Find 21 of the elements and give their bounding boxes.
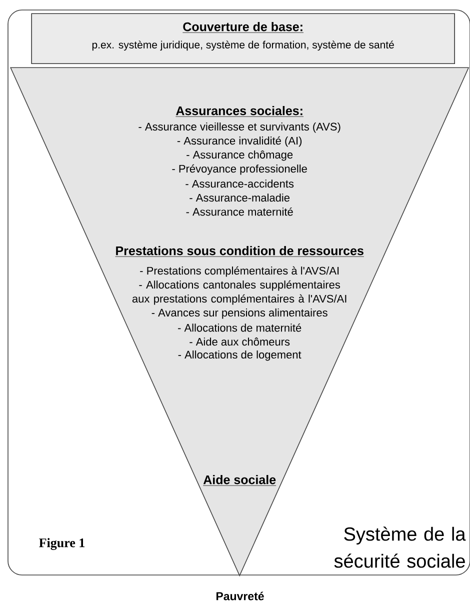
box-text: p.ex. système juridique, système de formation, système de santé (92, 40, 394, 51)
list-item: - Assurance-accidents (186, 180, 294, 188)
list-item: - Allocations de logement (178, 350, 302, 361)
list-item: - Assurance vieillesse et survivants (AVS) (138, 122, 340, 133)
list-item: - Assurance maternité (186, 208, 293, 216)
list-item: - Assurance chômage (186, 150, 293, 161)
bottom-label: Pauvreté (216, 592, 264, 600)
list-item: - Prestations complémentaires à l'AVS/AI (140, 266, 339, 277)
list-item: - Allocations de maternité (178, 324, 302, 332)
figure-number: Figure 1 (39, 538, 84, 550)
section-heading: Aide sociale (202, 475, 276, 486)
list-item: - Avances sur pensions alimentaires (152, 308, 328, 319)
frame-heading: Système de la sécurité sociale (334, 526, 466, 568)
list-item: - Assurance invalidité (AI) (177, 136, 302, 147)
section-heading: Assurances sociales: (175, 106, 304, 117)
list-item: - Prévoyance professionelle (172, 164, 307, 175)
list-item: - Allocations cantonales supplémentaires aux prestations complémentaires à l'AVS/AI (132, 280, 346, 305)
list-item: - Assurance-maladie (190, 194, 290, 202)
list-item: - Aide aux chômeurs (190, 338, 290, 346)
section-heading: Prestations sous condition de ressources (115, 246, 364, 257)
box-heading: Couverture de base: (182, 22, 304, 33)
